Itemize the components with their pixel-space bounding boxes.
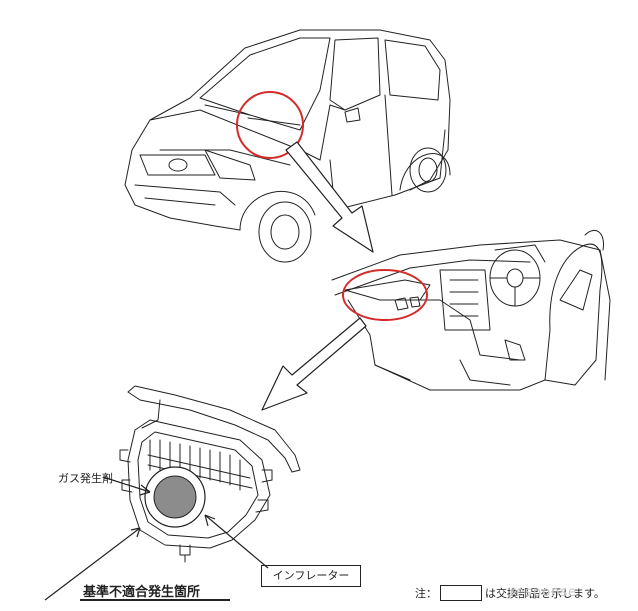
- nonconformity-location-label: 基準不適合発生箇所: [83, 585, 201, 600]
- nonconformity-underline: [80, 599, 230, 601]
- arrow-to-inflator-detail: [261, 317, 367, 411]
- arrow-to-dashboard: [285, 141, 374, 253]
- leader-lines: [44, 476, 269, 601]
- note-prefix: 注：: [415, 587, 437, 600]
- inflator-label: インフレーター: [261, 565, 361, 587]
- airbag-module-detail: [119, 385, 301, 563]
- dashboard-illustration: [331, 230, 611, 391]
- gas-generant-label: ガス発生剤: [58, 472, 113, 485]
- inflator-gas-generant: [153, 475, 197, 519]
- car-highlight-circle: [236, 91, 304, 159]
- dashboard-highlight-circle: [342, 269, 428, 321]
- replacement-parts-note: 注： は交換部品を示します。: [415, 585, 605, 601]
- watermark: response: [510, 585, 578, 600]
- note-legend-box: [440, 585, 482, 601]
- car-illustration: [124, 29, 451, 263]
- note-suffix: は交換部品を示します。: [485, 587, 605, 600]
